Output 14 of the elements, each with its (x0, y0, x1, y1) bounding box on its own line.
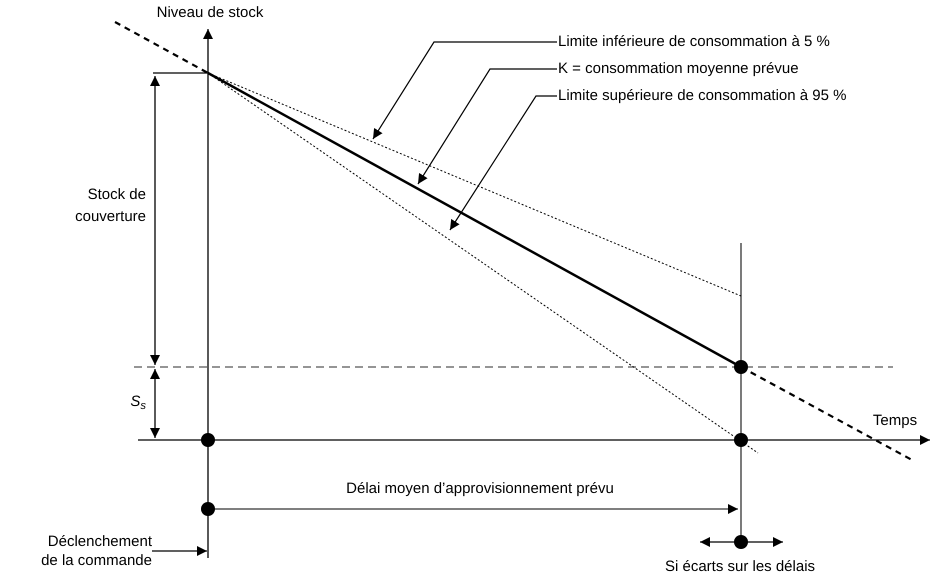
dimension-label: Délai moyen d’approvisionnement prévu (345, 480, 615, 498)
callout-text: Limite supérieure de consommation à 95 % (558, 87, 898, 105)
callout-text: Déclenchement de la commande (30, 532, 152, 570)
dimension-label: Stock de couverture (74, 185, 146, 227)
callout-text: Limite inférieure de consommation à 5 % (558, 33, 888, 51)
leader-line (418, 68, 557, 184)
axis-label: Temps (872, 412, 918, 430)
caption-text: Si écarts sur les délais (664, 558, 816, 576)
leader-line (372, 41, 557, 140)
callout-text: K = consommation moyenne prévue (558, 60, 858, 78)
leader-line (450, 95, 557, 230)
leader-line (152, 546, 207, 556)
dimension-label: S$_{s}$ (129, 393, 146, 411)
axis-label: Niveau de stock (156, 4, 264, 22)
